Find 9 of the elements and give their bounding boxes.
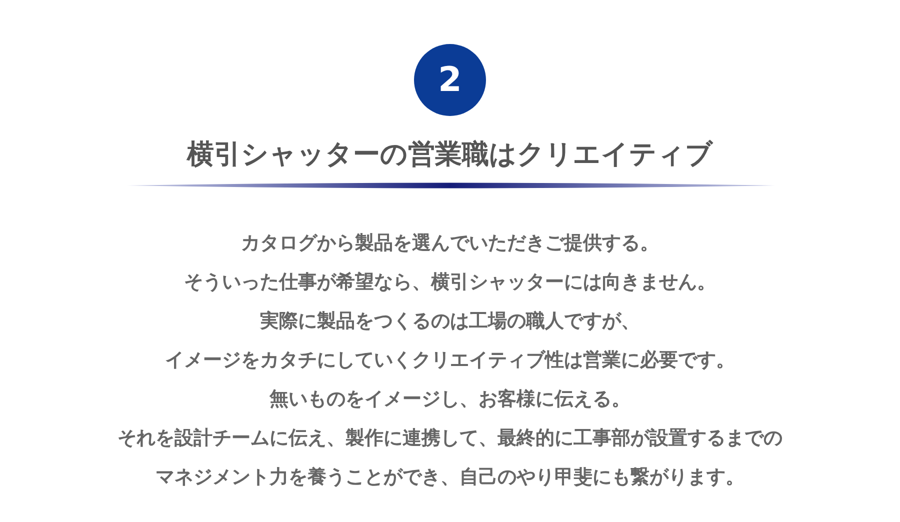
body-text: そういった仕事が希望なら、横引シャッターには向きません。 (183, 270, 717, 295)
body-text: 実際に製品をつくるのは工場の職人ですが、 (259, 309, 641, 334)
body-text: マネジメント力を養うことができ、自己のやり甲斐にも繋がります。 (154, 465, 746, 490)
body-text: カタログから製品を選んでいただきご提供する。 (240, 231, 660, 256)
heading: 横引シャッターの営業職はクリエイティブ (186, 138, 714, 172)
body-text: それを設計チームに伝え、製作に連携して、最終的に工事部が設置するまでの (116, 426, 784, 451)
body-text: イメージをカタチにしていくクリエイティブ性は営業に必要です。 (164, 348, 736, 373)
number-badge: 2 (414, 44, 486, 116)
body-text: 無いものをイメージし、お客様に伝える。 (268, 387, 632, 412)
